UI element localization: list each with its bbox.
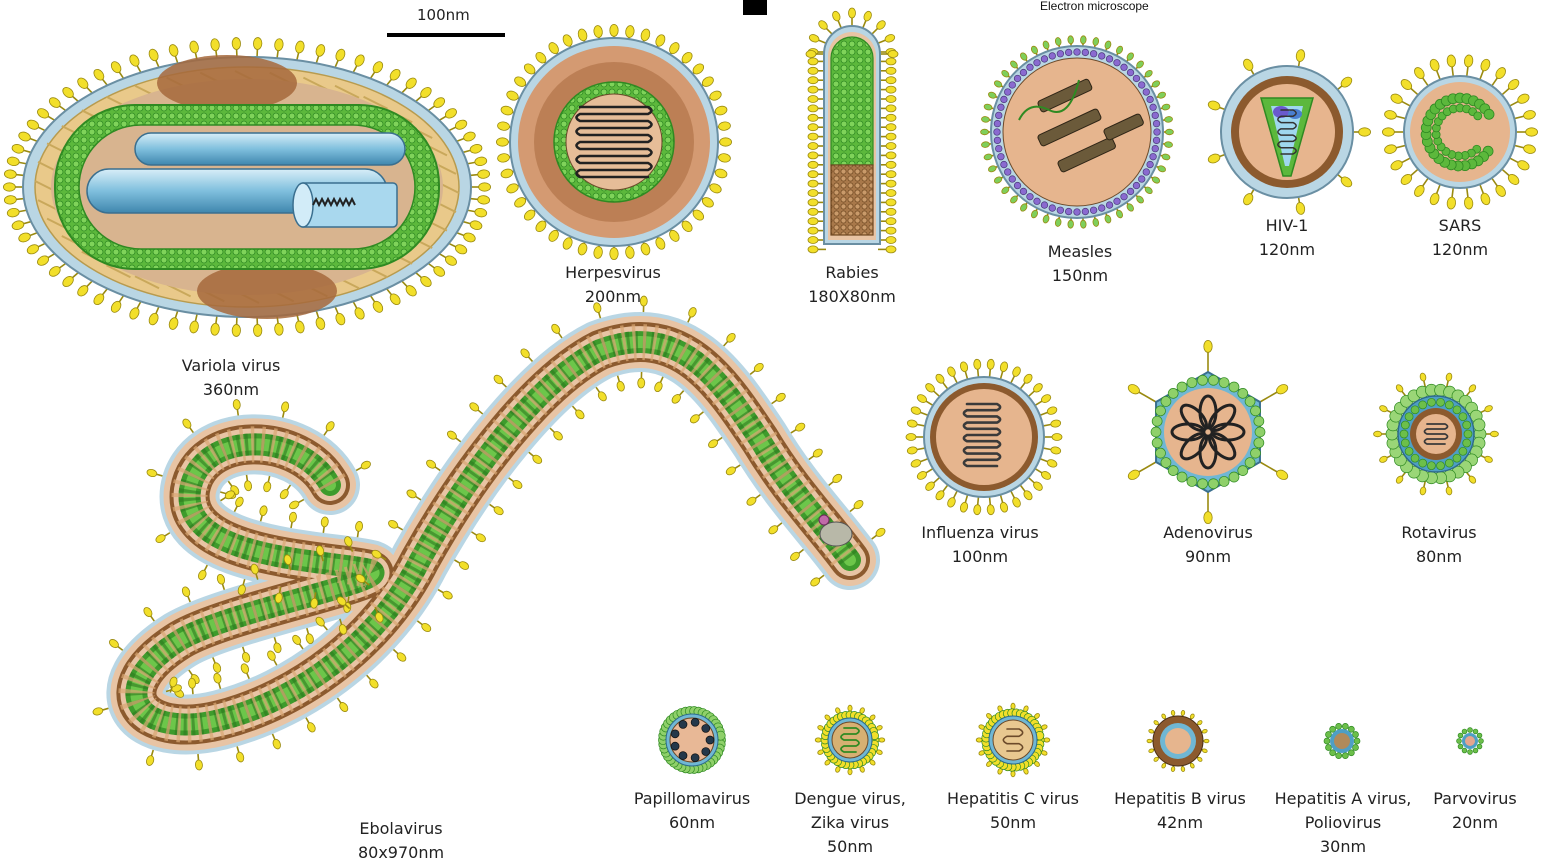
virus-size: 180X80nm bbox=[808, 285, 896, 309]
label-variola: Variola virus 360nm bbox=[182, 354, 281, 402]
virus-size: 80nm bbox=[1401, 545, 1476, 569]
hiv-1-illustration bbox=[1207, 49, 1371, 215]
variola-virus-illustration bbox=[3, 37, 490, 336]
label-hepatitis-a-polio: Hepatitis A virus, Poliovirus 30nm bbox=[1275, 787, 1412, 859]
label-papillomavirus: Papillomavirus 60nm bbox=[634, 787, 750, 835]
virus-size: 30nm bbox=[1275, 835, 1412, 859]
virus-size: 120nm bbox=[1432, 238, 1488, 262]
black-square-marker bbox=[743, 0, 767, 15]
label-adenovirus: Adenovirus 90nm bbox=[1163, 521, 1253, 569]
virus-name: Papillomavirus bbox=[634, 787, 750, 811]
label-ebolavirus: Ebolavirus 80x970nm bbox=[358, 817, 444, 865]
rotavirus-illustration bbox=[1374, 373, 1499, 496]
virus-name: Influenza virus bbox=[921, 521, 1038, 545]
dengue-zika-illustration bbox=[815, 705, 885, 775]
virus-size: 60nm bbox=[634, 811, 750, 835]
virus-name: Rabies bbox=[808, 261, 896, 285]
virus-name: Variola virus bbox=[182, 354, 281, 378]
virus-size: 20nm bbox=[1433, 811, 1517, 835]
virus-size: 90nm bbox=[1163, 545, 1253, 569]
adenovirus-illustration bbox=[1127, 340, 1290, 523]
label-hepatitis-c: Hepatitis C virus 50nm bbox=[947, 787, 1079, 835]
virus-name: Dengue virus, bbox=[794, 787, 906, 811]
hepatitis-c-illustration bbox=[976, 703, 1050, 777]
virus-size: 360nm bbox=[182, 378, 281, 402]
virus-name-2: Zika virus bbox=[794, 811, 906, 835]
virus-size: 150nm bbox=[1048, 264, 1112, 288]
rabies-virus-illustration bbox=[806, 8, 898, 253]
label-rabies: Rabies 180X80nm bbox=[808, 261, 896, 309]
virus-name: Measles bbox=[1048, 240, 1112, 264]
virus-size: 80x970nm bbox=[358, 841, 444, 865]
virus-name: Adenovirus bbox=[1163, 521, 1253, 545]
label-sars: SARS 120nm bbox=[1432, 214, 1488, 262]
virus-name: Herpesvirus bbox=[565, 261, 661, 285]
virus-name: Rotavirus bbox=[1401, 521, 1476, 545]
label-parvovirus: Parvovirus 20nm bbox=[1433, 787, 1517, 835]
virus-size: 100nm bbox=[921, 545, 1038, 569]
virus-size: 50nm bbox=[794, 835, 906, 859]
virus-name: Hepatitis C virus bbox=[947, 787, 1079, 811]
label-dengue-zika: Dengue virus, Zika virus 50nm bbox=[794, 787, 906, 859]
virus-size: 120nm bbox=[1259, 238, 1315, 262]
label-influenza: Influenza virus 100nm bbox=[921, 521, 1038, 569]
herpesvirus-illustration bbox=[496, 24, 731, 259]
influenza-virus-illustration bbox=[906, 359, 1062, 515]
virus-name: Parvovirus bbox=[1433, 787, 1517, 811]
virus-name: SARS bbox=[1432, 214, 1488, 238]
virus-name-2: Poliovirus bbox=[1275, 811, 1412, 835]
scale-bar bbox=[383, 28, 513, 48]
virus-name: Ebolavirus bbox=[358, 817, 444, 841]
electron-microscope-note: Electron microscope bbox=[1040, 0, 1149, 13]
measles-virus-illustration bbox=[981, 36, 1174, 229]
hepatitis-a-poliovirus-illustration bbox=[1324, 723, 1360, 758]
scale-bar-line bbox=[387, 33, 505, 37]
virus-name: HIV-1 bbox=[1259, 214, 1315, 238]
virus-size: 50nm bbox=[947, 811, 1079, 835]
virus-name: Hepatitis B virus bbox=[1114, 787, 1246, 811]
label-hiv: HIV-1 120nm bbox=[1259, 214, 1315, 262]
label-measles: Measles 150nm bbox=[1048, 240, 1112, 288]
label-herpesvirus: Herpesvirus 200nm bbox=[565, 261, 661, 309]
sars-illustration bbox=[1382, 54, 1537, 209]
parvovirus-illustration bbox=[1457, 728, 1484, 755]
label-rotavirus: Rotavirus 80nm bbox=[1401, 521, 1476, 569]
scale-bar-label: 100nm bbox=[417, 6, 470, 24]
virus-size: 42nm bbox=[1114, 811, 1246, 835]
hepatitis-b-illustration bbox=[1147, 710, 1209, 772]
label-hepatitis-b: Hepatitis B virus 42nm bbox=[1114, 787, 1246, 835]
virus-name: Hepatitis A virus, bbox=[1275, 787, 1412, 811]
virus-size: 200nm bbox=[565, 285, 661, 309]
papillomavirus-illustration bbox=[658, 707, 725, 774]
